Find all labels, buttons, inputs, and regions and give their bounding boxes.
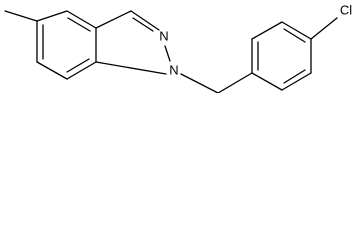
chemical-structure: N N Cl xyxy=(4,2,352,93)
ring-bond xyxy=(251,21,283,40)
ring-bond xyxy=(66,10,97,29)
ring-bond xyxy=(281,21,312,40)
atom-label-cl: Cl xyxy=(340,2,352,17)
linker-bond xyxy=(180,73,219,93)
ring-bond xyxy=(36,61,68,80)
double-bond-inner xyxy=(132,17,154,32)
atom-label-n2: N xyxy=(159,28,168,43)
indazole-pyrazole-ring xyxy=(95,10,171,75)
ring-bond xyxy=(164,45,171,62)
double-bond-inner xyxy=(66,58,90,73)
indazole-benzene-ring xyxy=(36,10,97,80)
linker-bond xyxy=(217,72,253,93)
double-bond-inner xyxy=(283,28,306,43)
double-bond-inner xyxy=(283,69,306,84)
ring-bond xyxy=(36,10,68,22)
ring-bond xyxy=(130,10,160,31)
ring-bond xyxy=(95,10,132,29)
methylene-linker xyxy=(180,72,253,93)
chlorophenyl-ring xyxy=(251,21,312,91)
methyl-group xyxy=(4,10,38,22)
ring-bond xyxy=(281,72,312,91)
ring-bond xyxy=(251,72,283,91)
double-bond-inner xyxy=(67,17,91,32)
methyl-bond xyxy=(4,10,38,22)
ring-bond xyxy=(95,61,167,75)
chloro-bond xyxy=(310,17,338,40)
ring-bond xyxy=(66,61,97,80)
atom-label-n1: N xyxy=(169,62,178,77)
